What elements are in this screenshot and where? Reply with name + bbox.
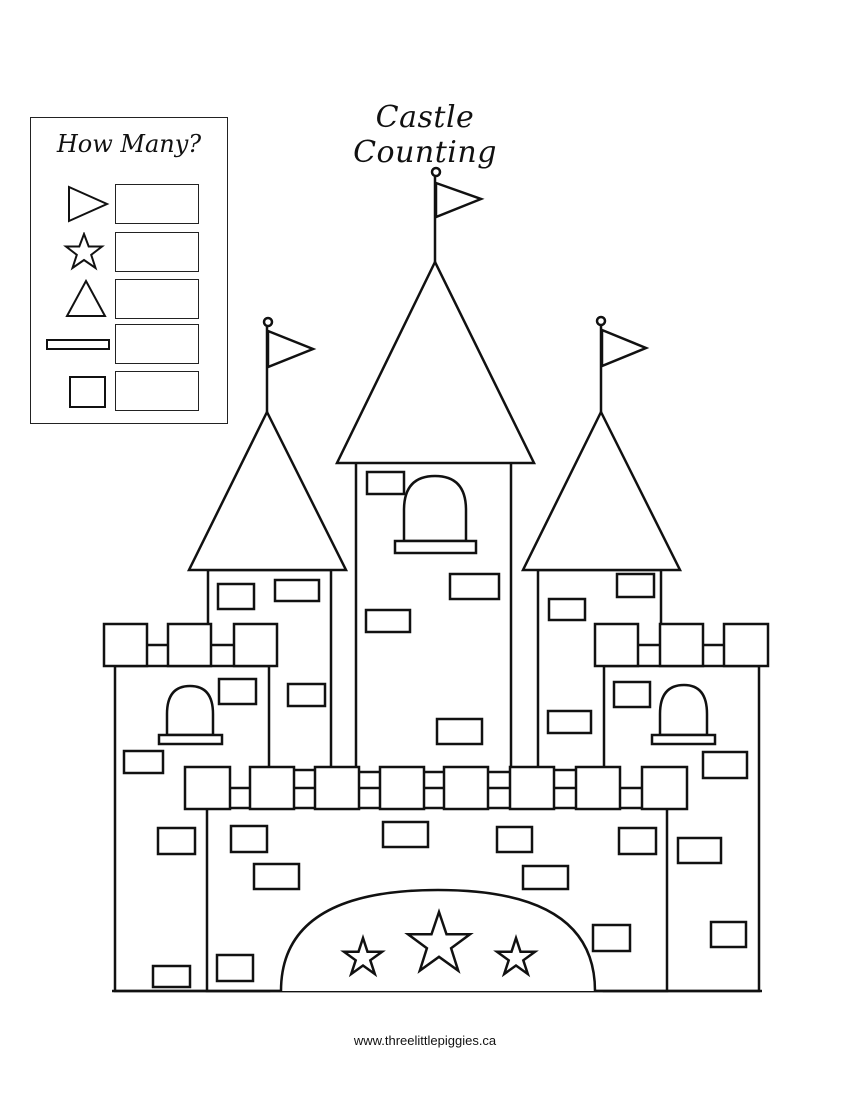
long-rectangle-icon — [46, 339, 110, 350]
how-many-heading: How Many? — [56, 130, 202, 158]
center-tower-roof — [334, 259, 537, 465]
flag-pole-right — [595, 315, 650, 412]
flag-left — [266, 329, 317, 369]
front-battlements — [183, 765, 689, 811]
center-arch-window — [393, 474, 478, 555]
count-answer-box[interactable] — [115, 184, 199, 224]
flag-center — [434, 181, 485, 219]
how-many-panel: How Many? — [30, 117, 228, 424]
left-turret-roof — [186, 409, 349, 572]
star-icon — [63, 232, 105, 271]
flag-pole-center — [430, 166, 485, 262]
count-answer-box[interactable] — [115, 232, 199, 272]
star-icon — [493, 933, 539, 978]
left-arch-window — [157, 684, 224, 746]
count-answer-box[interactable] — [115, 371, 199, 411]
count-answer-box[interactable] — [115, 324, 199, 364]
star-icon — [340, 933, 386, 978]
flag-pole-left — [262, 316, 317, 412]
flag-right — [600, 328, 650, 368]
right-pointing-triangle-icon — [68, 185, 110, 223]
count-row-triangle — [31, 279, 227, 319]
count-row-square — [31, 371, 227, 411]
page-title: Castle Counting — [353, 100, 497, 170]
triangle-icon — [65, 279, 107, 317]
star-icon — [404, 908, 474, 974]
website-footer: www.threelittlepiggies.ca — [353, 1033, 497, 1048]
count-row-star — [31, 232, 227, 272]
left-battlements — [102, 622, 279, 668]
right-battlements — [593, 622, 770, 668]
count-row-flag-triangle — [31, 184, 227, 224]
right-turret-roof — [520, 409, 683, 572]
count-answer-box[interactable] — [115, 279, 199, 319]
count-row-long-rectangle — [31, 324, 227, 364]
right-arch-window — [650, 683, 717, 746]
bricks — [122, 470, 749, 989]
square-icon — [69, 376, 106, 408]
